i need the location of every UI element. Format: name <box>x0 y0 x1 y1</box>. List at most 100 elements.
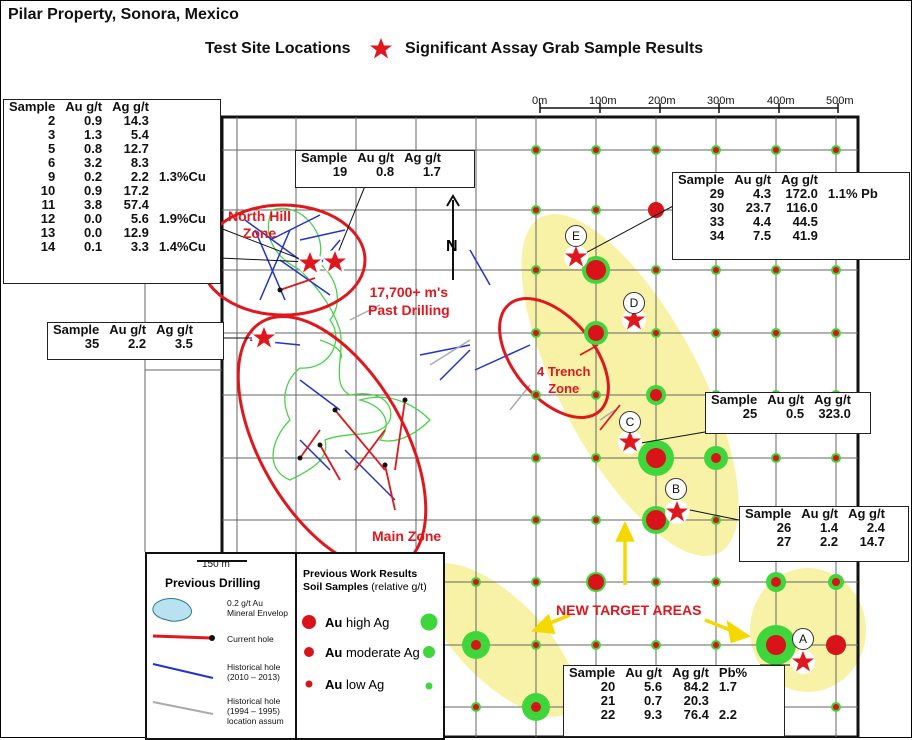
table-header-cell: Au g/t <box>801 506 839 521</box>
legend-current-hole-label: Current hole <box>227 634 274 644</box>
previous-work-legend: Previous Work Results Soil Samples (rela… <box>295 552 445 740</box>
assay-star-icon <box>253 327 275 348</box>
table-cell <box>823 201 883 215</box>
soil-sample-dot <box>531 702 541 712</box>
table-header-cell: Sample <box>745 506 792 521</box>
soil-sample-dot <box>593 147 599 153</box>
table-cell <box>154 128 211 142</box>
soil-sample-dot <box>646 448 666 468</box>
table-cell: 1.3 <box>84 127 103 142</box>
assay-star-icon <box>623 309 645 330</box>
prev-work-row-low: Au low Ag <box>325 677 385 692</box>
table-cell: 5.6 <box>644 679 663 694</box>
soil-sample-dot <box>533 579 539 585</box>
table-cell: 8.3 <box>130 155 149 170</box>
table-cell: 13 <box>40 225 56 240</box>
table-cell: 0.9 <box>84 113 103 128</box>
table-cell: 12.7 <box>123 141 149 156</box>
table-cell: 3 <box>48 127 56 142</box>
table-cell: 10 <box>40 183 56 198</box>
soil-sample-dot <box>588 574 604 590</box>
soil-sample-dot <box>593 207 599 213</box>
soil-sample-dot <box>533 392 539 398</box>
table-cell: 1.4 <box>820 520 839 535</box>
soil-sample-dot <box>713 147 719 153</box>
table-cell: 0.9 <box>84 183 103 198</box>
table-cell: 27 <box>776 534 792 549</box>
assay-stars <box>252 245 815 674</box>
soil-sample-dot <box>533 330 539 336</box>
table-header-cell: Sample <box>53 322 100 337</box>
soil-sample-dot <box>653 330 659 336</box>
soil-sample-dot <box>711 453 721 463</box>
table-header-cell: Au g/t <box>357 150 395 165</box>
target-area-trench <box>521 214 739 556</box>
table-cell: 6 <box>48 155 56 170</box>
soil-sample-dot <box>773 267 779 273</box>
table-header-cell: Au g/t <box>109 322 147 337</box>
table-header-cell: Au g/t <box>734 172 772 187</box>
soil-sample-dot <box>826 635 846 655</box>
soil-sample-dot <box>832 578 840 586</box>
prev-work-row-moderate: Au moderate Ag <box>325 645 420 660</box>
table-cell: 1.9%Cu <box>158 211 206 226</box>
soil-sample-dot <box>713 517 719 523</box>
table-header-cell: Au g/t <box>65 99 103 114</box>
table-cell <box>823 229 883 243</box>
table-cell: 0.8 <box>376 164 395 179</box>
assay-star-icon <box>565 246 587 267</box>
table-cell <box>154 184 211 198</box>
table-cell: 57.4 <box>123 197 149 212</box>
prev-work-symbols <box>302 613 438 690</box>
table-header-cell: Ag g/t <box>156 322 193 337</box>
legend-star-label: Significant Assay Grab Sample Results <box>405 40 704 57</box>
table-cell: 4.3 <box>753 186 772 201</box>
table-cell: 30 <box>709 200 725 215</box>
legend-scale-label: 150 m <box>202 559 230 570</box>
table-header-cell: Ag g/t <box>112 99 149 114</box>
table-cell: 19 <box>332 164 348 179</box>
soil-sample-dot <box>593 392 599 398</box>
table-header-cell: Ag g/t <box>404 150 441 165</box>
table-cell: 2 <box>48 113 56 128</box>
soil-sample-dot <box>533 517 539 523</box>
scale-label-300: 300m <box>707 95 735 107</box>
table-cell: 23.7 <box>745 200 772 215</box>
soil-sample-dot <box>773 455 779 461</box>
table-cell <box>154 198 211 212</box>
table-cell: 5.4 <box>130 127 149 142</box>
table-header-cell: Ag g/t <box>814 392 851 407</box>
soil-sample-dot <box>533 642 539 648</box>
table-cell: 14 <box>40 239 56 254</box>
soil-sample-dot <box>653 579 659 585</box>
soil-sample-dot <box>593 455 599 461</box>
current-hole-collars <box>277 287 408 468</box>
table-cell: 1.1% Pb <box>827 186 878 201</box>
target-c-marker: C <box>619 411 641 433</box>
table-cell: 41.9 <box>792 228 818 243</box>
soil-sample-dot <box>713 267 719 273</box>
soil-sample-dot <box>646 510 666 530</box>
assay-star-icon <box>324 251 346 272</box>
target-a-marker: A <box>792 628 814 650</box>
soil-sample-dot <box>648 202 664 218</box>
table-cell: 1.7 <box>718 679 737 694</box>
table-cell: 5 <box>48 141 56 156</box>
table-header-cell <box>823 173 883 187</box>
table-cell: 0.8 <box>84 141 103 156</box>
historical-hole-grey-icon <box>152 701 214 715</box>
target-arrows <box>531 520 751 644</box>
table-cell: 5.6 <box>130 211 149 226</box>
historical-hole-blue-icon <box>152 663 214 679</box>
soil-sample-dot <box>833 267 839 273</box>
table-cell: 34 <box>709 228 725 243</box>
soil-sample-dot <box>833 330 839 336</box>
table-header-cell: Au g/t <box>767 392 805 407</box>
